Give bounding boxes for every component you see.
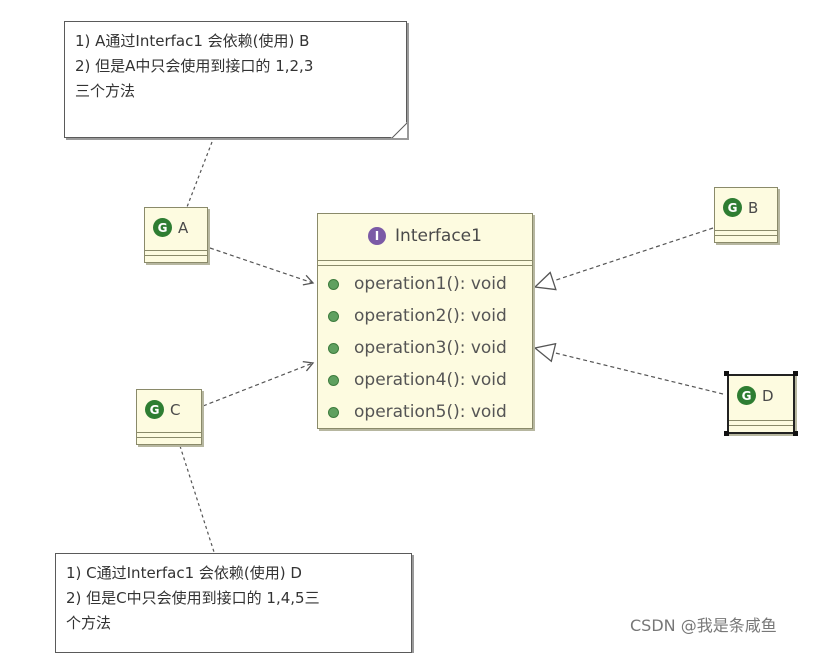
selection-handle[interactable] <box>724 431 729 436</box>
note-fold-icon <box>391 122 407 138</box>
note-bottom[interactable]: 1) C通过Interfac1 会依赖(使用) D 2) 但是C中只会使用到接口… <box>55 553 412 653</box>
note-top-line-2: 2) 但是A中只会使用到接口的 1,2,3 <box>75 57 314 75</box>
operation-item[interactable]: operation3(): void <box>318 332 532 364</box>
class-c-name: C <box>170 400 181 419</box>
dependency-a-interface <box>209 247 315 286</box>
operation-label: operation2(): void <box>354 306 507 326</box>
class-icon: G <box>723 198 742 217</box>
class-a[interactable]: G A <box>144 207 208 263</box>
watermark: CSDN @我是条咸鱼 <box>630 616 777 635</box>
interface-interface1[interactable]: I Interface1 operation1(): void operatio… <box>317 213 533 429</box>
method-dot-icon <box>328 406 339 418</box>
interface-icon: I <box>368 227 387 245</box>
note-top[interactable]: 1) A通过Interfac1 会依赖(使用) B 2) 但是A中只会使用到接口… <box>64 21 407 138</box>
operation-label: operation5(): void <box>354 402 507 422</box>
method-dot-icon <box>328 278 339 290</box>
dependency-c-interface <box>202 360 315 407</box>
realization-b-interface <box>535 227 714 287</box>
realization-d-interface <box>535 348 724 395</box>
selection-handle[interactable] <box>793 371 798 376</box>
note-bottom-line-2: 2) 但是C中只会使用到接口的 1,4,5三 <box>66 589 320 607</box>
note-bottom-anchor <box>179 445 215 553</box>
note-top-line-3: 三个方法 <box>75 82 136 100</box>
class-d-name: D <box>762 386 774 405</box>
note-top-line-1: 1) A通过Interfac1 会依赖(使用) B <box>75 32 310 50</box>
operation-item[interactable]: operation5(): void <box>318 396 532 428</box>
class-icon: G <box>737 386 756 405</box>
class-a-name: A <box>178 218 189 237</box>
method-dot-icon <box>328 342 339 354</box>
operation-label: operation4(): void <box>354 370 507 390</box>
operation-item[interactable]: operation2(): void <box>318 300 532 332</box>
method-dot-icon <box>328 374 339 386</box>
selection-handle[interactable] <box>793 431 798 436</box>
class-b[interactable]: G B <box>714 187 778 243</box>
class-c[interactable]: G C <box>136 389 202 445</box>
note-top-anchor <box>186 141 213 208</box>
operation-item[interactable]: operation4(): void <box>318 364 532 396</box>
class-icon: G <box>145 400 164 419</box>
operation-label: operation1(): void <box>354 274 507 294</box>
class-b-name: B <box>748 198 759 217</box>
class-icon: G <box>153 218 172 237</box>
operation-item[interactable]: operation1(): void <box>318 268 532 300</box>
operation-label: operation3(): void <box>354 338 507 358</box>
note-bottom-line-3: 个方法 <box>66 614 112 632</box>
selection-handle[interactable] <box>724 371 729 376</box>
method-dot-icon <box>328 310 339 322</box>
class-d[interactable]: G D <box>727 374 795 434</box>
note-bottom-line-1: 1) C通过Interfac1 会依赖(使用) D <box>66 564 302 582</box>
interface-name: Interface1 <box>395 226 482 246</box>
